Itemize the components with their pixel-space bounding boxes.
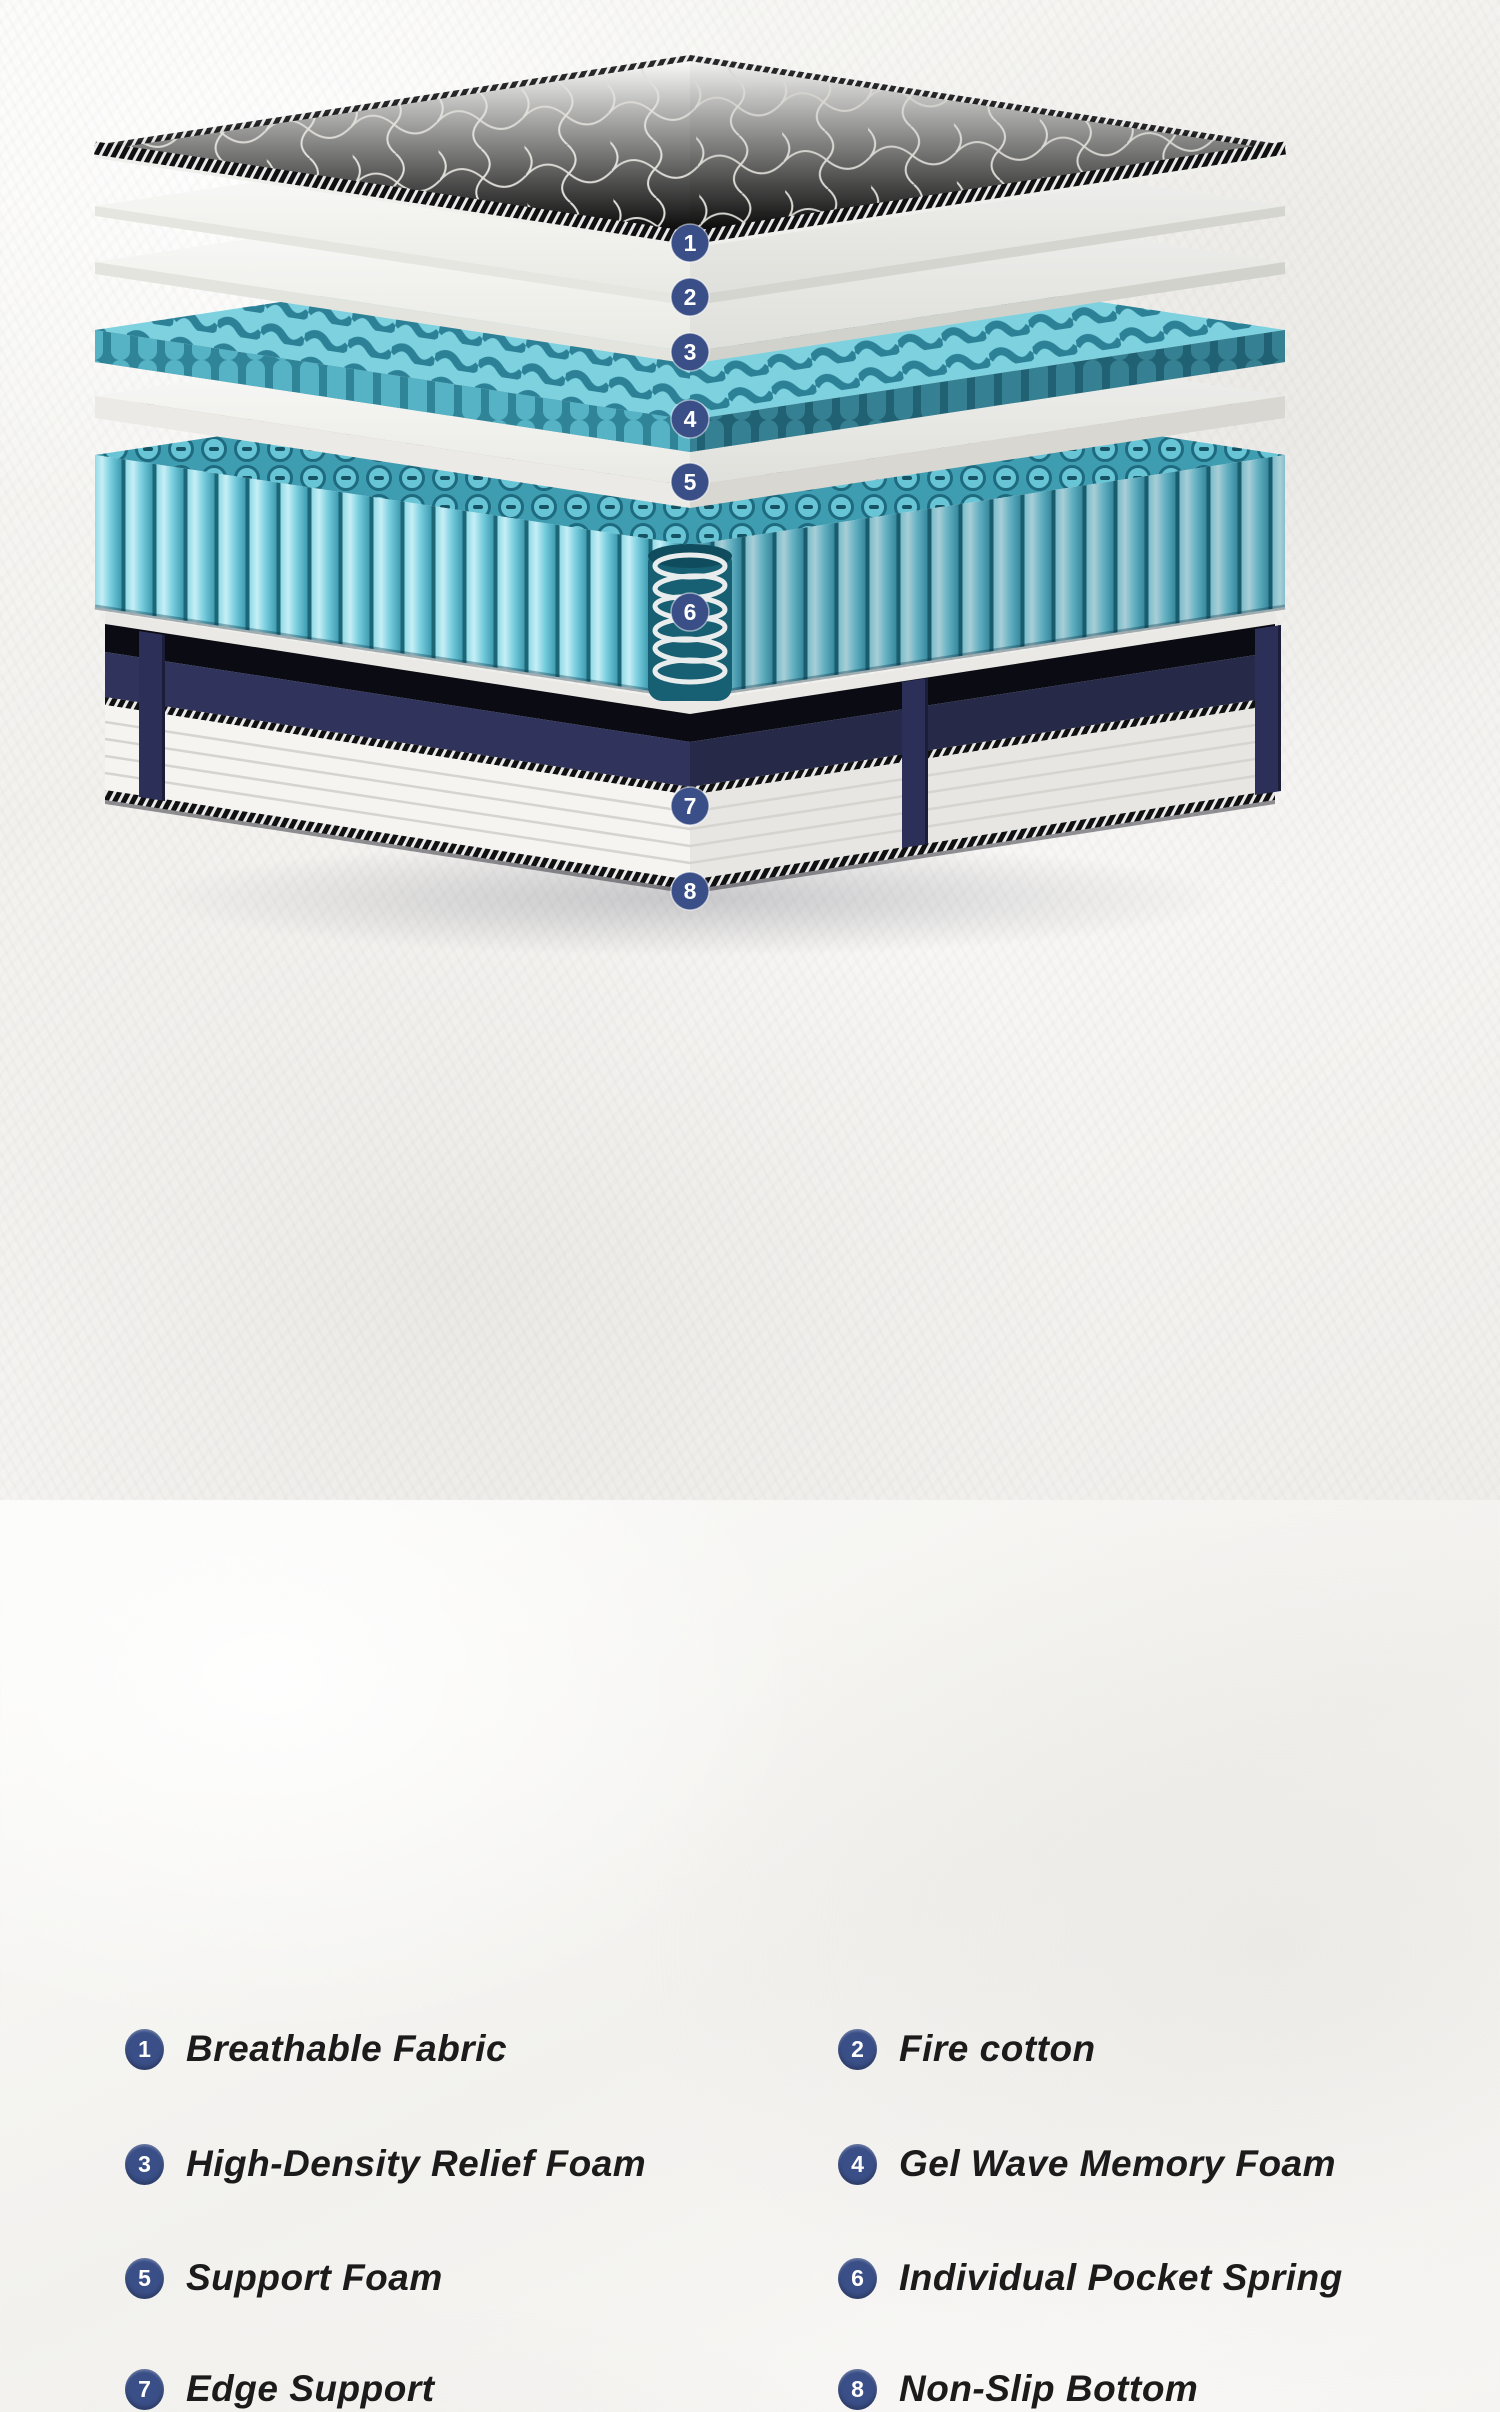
legend-label: Support Foam [186,2257,443,2298]
legend-item-breathable-fabric: 1 Breathable Fabric [125,2026,507,2072]
legend-label: Gel Wave Memory Foam [899,2143,1337,2184]
svg-text:7: 7 [684,793,697,819]
layer-base-edge-support [104,612,1281,894]
legend-label: Non-Slip Bottom [899,2368,1199,2409]
svg-text:6: 6 [684,599,697,625]
callout-number-badge: 6 [838,2257,877,2299]
base-straps [139,625,1281,848]
callout-number-badge: 4 [838,2143,877,2185]
svg-text:2: 2 [684,284,697,310]
diagram-callout-3: 3 [670,332,710,372]
diagram-callout-badges: 1 2 3 4 5 6 7 8 [670,223,710,911]
legend-item-support-foam: 5 Support Foam [125,2255,443,2301]
diagram-callout-1: 1 [670,223,710,263]
legend-item-gel-wave-foam: 4 Gel Wave Memory Foam [838,2141,1336,2187]
cut-open-pocket-spring [648,544,732,701]
legend-label: Individual Pocket Spring [899,2257,1343,2298]
legend: 1 Breathable Fabric 2 Fire cotton 3 High… [0,990,1500,2410]
callout-number-badge: 1 [125,2028,164,2070]
legend-item-fire-cotton: 2 Fire cotton [838,2026,1096,2072]
layer-breathable-fabric [94,54,1286,248]
callout-number-badge: 3 [125,2143,164,2185]
legend-label: Fire cotton [899,2028,1096,2069]
legend-label: Breathable Fabric [186,2028,508,2069]
diagram-callout-4: 4 [670,399,710,439]
diagram-callout-2: 2 [670,277,710,317]
svg-text:5: 5 [684,469,697,495]
diagram-callout-5: 5 [670,462,710,502]
legend-item-relief-foam: 3 High-Density Relief Foam [125,2141,646,2187]
diagram-callout-8: 8 [670,871,710,911]
mattress-diagram-svg: 1 2 3 4 5 6 7 8 [94,54,1286,956]
mattress-exploded-view: 1 2 3 4 5 6 7 8 [0,0,1500,960]
callout-number-badge: 5 [125,2257,164,2299]
legend-item-edge-support: 7 Edge Support [125,2366,435,2412]
svg-text:4: 4 [684,406,697,432]
diagram-callout-7: 7 [670,786,710,826]
legend-item-pocket-spring: 6 Individual Pocket Spring [838,2255,1343,2301]
callout-number-badge: 8 [838,2368,877,2410]
legend-item-non-slip-bottom: 8 Non-Slip Bottom [838,2366,1198,2412]
callout-number-badge: 7 [125,2368,164,2410]
svg-text:8: 8 [684,878,697,904]
legend-label: Edge Support [186,2368,435,2409]
diagram-callout-6: 6 [670,592,710,632]
svg-text:1: 1 [684,230,697,256]
legend-label: High-Density Relief Foam [186,2143,647,2184]
callout-number-badge: 2 [838,2028,877,2070]
svg-text:3: 3 [684,339,697,365]
